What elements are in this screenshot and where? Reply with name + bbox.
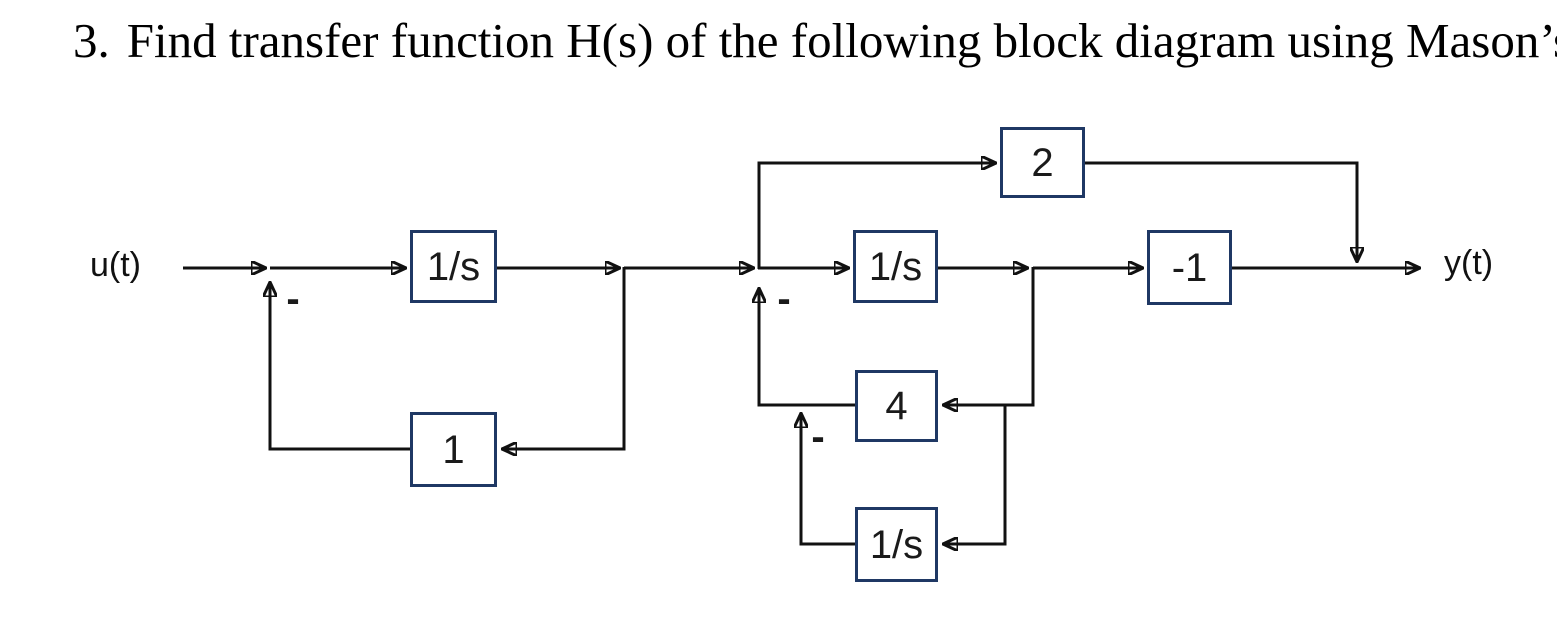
block-integrator-1-label: 1/s — [426, 244, 481, 289]
wire-node2-to-gain4 — [943, 267, 1035, 405]
wire-gain1-to-sum1 — [270, 282, 410, 451]
block-feedback-gain-4-label: 4 — [885, 384, 908, 428]
wire-gain4-to-sum2 — [759, 288, 855, 407]
block-integrator-1: 1/s — [410, 230, 497, 303]
block-feedback-gain-4: 4 — [855, 370, 938, 442]
block-output-gain-neg1-label: -1 — [1171, 245, 1208, 290]
problem-number: 3. — [73, 13, 110, 68]
wire-tap-to-int3 — [943, 405, 1007, 544]
minus-sign-sum1: - — [286, 276, 300, 321]
problem-text: Find transfer function H(s) of the follo… — [126, 13, 1557, 68]
block-feedback-gain-1: 1 — [410, 412, 497, 487]
wire-node1-to-gain1 — [502, 267, 626, 449]
block-integrator-2: 1/s — [853, 230, 938, 303]
block-output-gain-neg1: -1 — [1147, 230, 1232, 305]
wire-sum2-to-gain2 — [757, 163, 996, 269]
output-signal-label: y(t) — [1444, 244, 1494, 282]
wire-gain2-to-outsum — [1085, 161, 1357, 262]
block-integrator-3: 1/s — [855, 507, 938, 582]
block-integrator-3-label: 1/s — [869, 522, 924, 567]
input-signal-label: u(t) — [90, 246, 141, 284]
block-feedforward-gain-2: 2 — [1000, 127, 1085, 198]
minus-sign-sum3: - — [811, 414, 825, 459]
wire-int3-to-sum3 — [801, 413, 855, 546]
block-integrator-2-label: 1/s — [868, 244, 923, 289]
block-feedback-gain-1-label: 1 — [442, 427, 465, 472]
block-feedforward-gain-2-label: 2 — [1031, 140, 1054, 185]
problem-title: 3. Find transfer function H(s) of the fo… — [73, 12, 1557, 69]
minus-sign-sum2: - — [777, 276, 791, 321]
